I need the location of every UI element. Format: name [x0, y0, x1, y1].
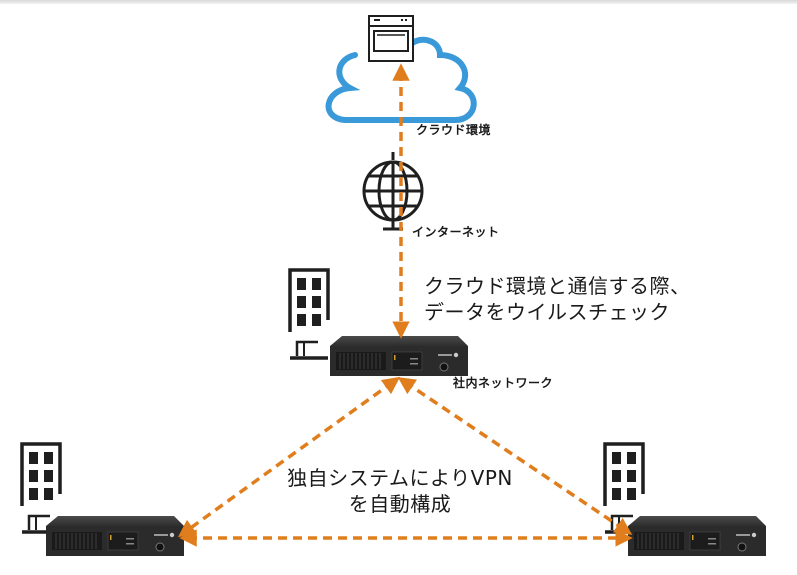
cloud-icon	[325, 36, 477, 123]
router-device-left	[45, 515, 185, 557]
arrow-hq-left	[177, 376, 401, 538]
router-device-hq	[329, 335, 469, 377]
vpn-line1: 独自システムによりVPN	[287, 466, 513, 490]
office-network-label: 社内ネットワーク	[453, 376, 554, 390]
router-device-right	[627, 515, 767, 557]
virus-check-line2: データをウイルスチェック	[424, 300, 670, 324]
building-icon-left	[20, 442, 62, 534]
globe-icon	[362, 152, 424, 231]
internet-label: インターネット	[412, 225, 500, 239]
virus-check-caption: クラウド環境と通信する際、 データをウイルスチェック	[424, 273, 691, 325]
building-icon-hq	[288, 268, 330, 360]
server-icon	[368, 15, 414, 62]
virus-check-line1: クラウド環境と通信する際、	[424, 274, 691, 298]
vpn-caption: 独自システムによりVPN を自動構成	[270, 465, 530, 517]
vpn-line2: を自動構成	[348, 492, 452, 516]
top-edge-strip	[0, 0, 797, 4]
cloud-label: クラウド環境	[416, 123, 492, 137]
